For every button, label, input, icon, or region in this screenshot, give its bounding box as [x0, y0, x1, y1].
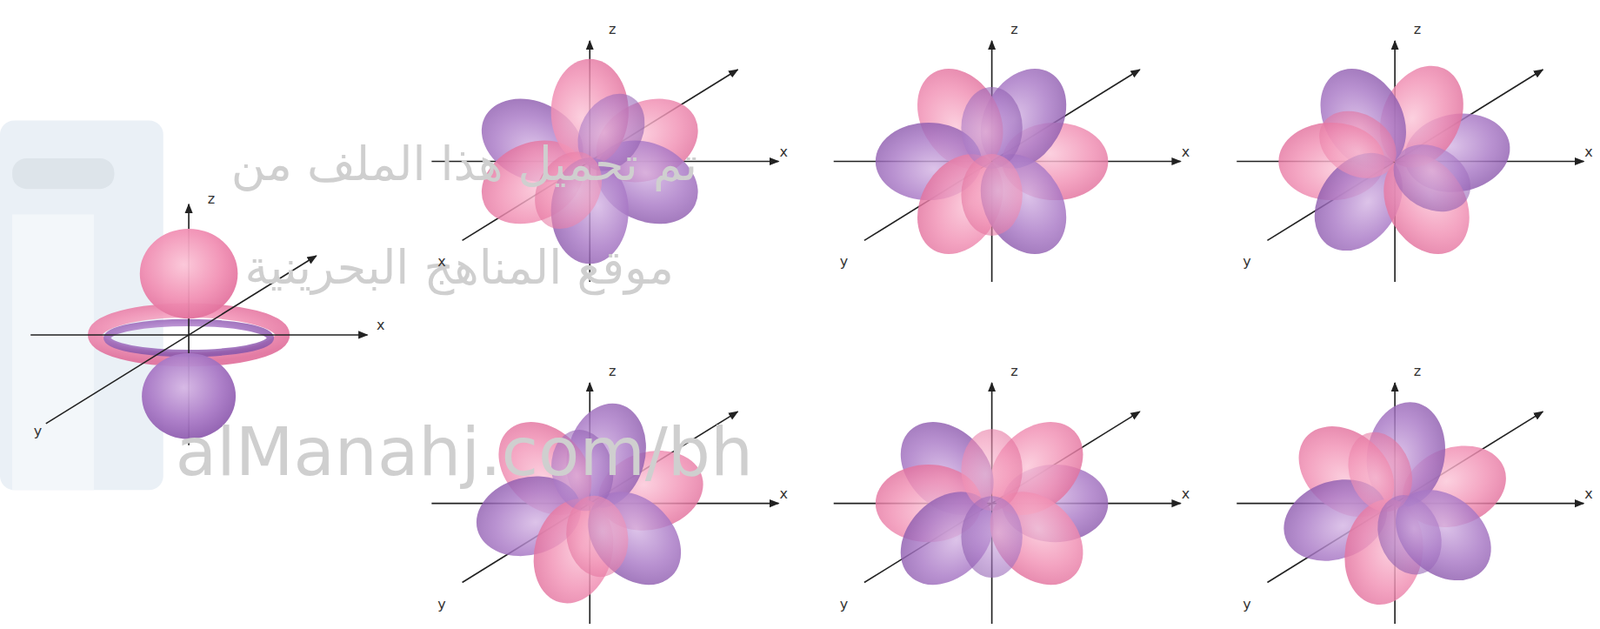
- axis-label: x: [779, 142, 787, 160]
- axis-label: y: [33, 422, 42, 440]
- axis-label: y: [1242, 594, 1251, 612]
- orbital-lobe: [1381, 131, 1484, 226]
- axis-label: y: [1242, 253, 1251, 270]
- axis-label: x: [779, 484, 787, 501]
- f-orbital: [833, 40, 1181, 282]
- f-orbital: [833, 382, 1181, 624]
- axis-label: z: [608, 20, 616, 37]
- axes: [833, 40, 1181, 282]
- axes: [1236, 40, 1584, 282]
- orbital-lobe: [960, 153, 1022, 236]
- watermark-bar: [12, 158, 114, 189]
- axis-label: z: [1010, 20, 1018, 37]
- x-axis: [30, 333, 367, 336]
- orbital-lobe: [140, 228, 239, 319]
- orbital-lobe: [960, 495, 1022, 578]
- axis-label: y: [840, 253, 848, 270]
- watermark-url: alManahj.com/bh: [175, 412, 754, 491]
- watermark-panel: [0, 120, 164, 491]
- axis-label: z: [608, 362, 616, 380]
- axis-label: x: [1181, 142, 1190, 160]
- axis-label: x: [376, 316, 385, 334]
- axis-label: x: [1584, 142, 1593, 160]
- axis-label: z: [1413, 362, 1421, 380]
- f-orbital: [1236, 382, 1584, 624]
- axes: [1236, 382, 1584, 624]
- axis-label: z: [1010, 362, 1018, 380]
- axis-label: x: [1584, 484, 1593, 501]
- watermark-text: تم تحميل هذا الملف من: [231, 135, 698, 191]
- axes: [833, 382, 1181, 624]
- axis-label: x: [437, 253, 446, 270]
- axis-label: z: [207, 189, 215, 207]
- watermark-text: موقع المناهج البحرينية: [244, 240, 674, 295]
- axis-label: y: [840, 594, 848, 612]
- f-orbital: [1236, 40, 1584, 282]
- orbital-lobe: [560, 490, 635, 582]
- orbital-lobe: [1306, 97, 1409, 192]
- y-axis: [864, 69, 1140, 240]
- axis-label: x: [1181, 484, 1190, 501]
- axis-label: z: [1413, 20, 1421, 37]
- orbital-lobe: [1366, 486, 1453, 584]
- watermark-bar: [12, 214, 94, 491]
- axis-label: y: [437, 594, 446, 612]
